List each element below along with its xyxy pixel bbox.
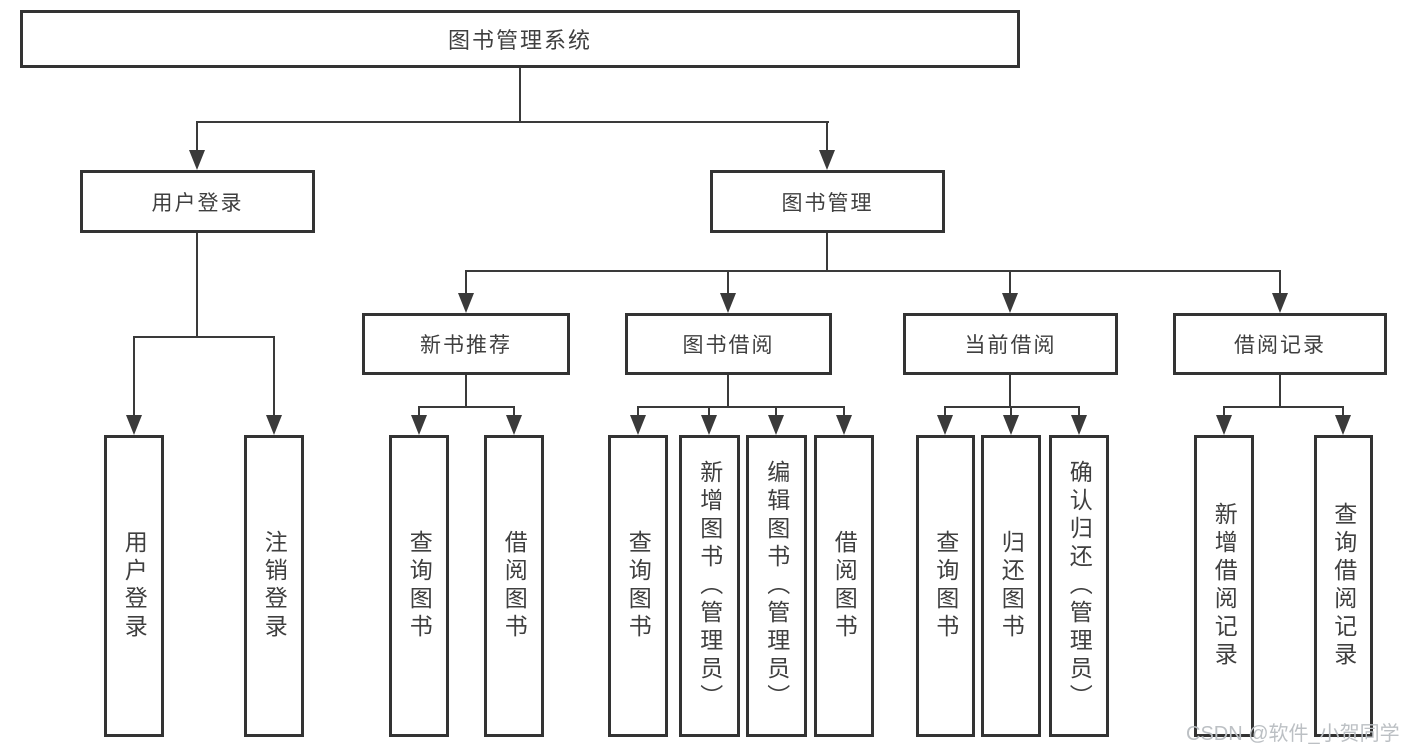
connector-hline (196, 121, 829, 123)
arrow-down-icon (458, 293, 474, 313)
node-label: 查询图书 (932, 530, 959, 642)
arrow-down-icon (1071, 415, 1087, 435)
node-label: 查询图书 (406, 530, 433, 642)
node-borrow-records: 借阅记录 (1173, 313, 1387, 375)
connector-vline (519, 68, 521, 123)
node-label: 图书管理 (781, 191, 874, 215)
connector-vline (708, 406, 710, 418)
node-label: 编辑图书（管理员） (763, 460, 790, 712)
leaf-logout: 注销登录 (244, 435, 304, 737)
leaf-query-books-recommend: 查询图书 (389, 435, 449, 737)
connector-vline (727, 375, 729, 408)
leaf-query-books-borrow: 查询图书 (608, 435, 668, 737)
arrow-down-icon (630, 415, 646, 435)
leaf-borrow-books: 借阅图书 (814, 435, 874, 737)
arrow-down-icon (506, 415, 522, 435)
connector-vline (196, 121, 198, 152)
connector-hline (465, 270, 1281, 272)
arrow-down-icon (836, 415, 852, 435)
arrow-down-icon (411, 415, 427, 435)
leaf-borrow-books-recommend: 借阅图书 (484, 435, 544, 737)
connector-hline (637, 406, 845, 408)
node-label: 图书管理系统 (447, 28, 592, 53)
node-label: 当前借阅 (964, 334, 1057, 357)
node-library-system: 图书管理系统 (20, 10, 1020, 68)
leaf-confirm-return-admin: 确认归还（管理员） (1049, 435, 1109, 737)
node-label: 归还图书 (998, 530, 1025, 642)
node-label: 查询借阅记录 (1330, 502, 1357, 670)
leaf-edit-book-admin: 编辑图书（管理员） (746, 435, 807, 737)
connector-vline (727, 270, 729, 295)
connector-vline (1009, 375, 1011, 408)
node-user-login: 用户登录 (80, 170, 315, 233)
connector-vline (944, 406, 946, 418)
connector-vline (1010, 406, 1012, 418)
connector-vline (775, 406, 777, 418)
arrow-down-icon (1216, 415, 1232, 435)
leaf-return-books: 归还图书 (981, 435, 1041, 737)
node-label: 借阅图书 (831, 530, 858, 642)
connector-vline (1279, 375, 1281, 408)
connector-vline (1009, 270, 1011, 295)
connector-vline (133, 336, 135, 417)
connector-vline (273, 336, 275, 417)
node-label: 用户登录 (151, 191, 244, 215)
connector-vline (1078, 406, 1080, 418)
arrow-down-icon (189, 150, 205, 170)
node-label: 新书推荐 (420, 334, 512, 357)
node-label: 借阅记录 (1234, 334, 1326, 357)
connector-hline (133, 336, 275, 338)
leaf-query-books-current: 查询图书 (916, 435, 975, 737)
node-book-borrow: 图书借阅 (625, 313, 832, 375)
node-label: 图书借阅 (682, 334, 775, 357)
connector-hline (418, 406, 515, 408)
arrow-down-icon (1335, 415, 1351, 435)
connector-vline (1279, 270, 1281, 295)
arrow-down-icon (768, 415, 784, 435)
node-book-management: 图书管理 (710, 170, 945, 233)
connector-vline (196, 233, 198, 338)
leaf-add-borrow-record: 新增借阅记录 (1194, 435, 1254, 737)
connector-vline (843, 406, 845, 418)
arrow-down-icon (819, 150, 835, 170)
connector-vline (826, 233, 828, 272)
node-label: 用户登录 (121, 530, 148, 642)
arrow-down-icon (126, 415, 142, 435)
node-label: 查询图书 (625, 530, 652, 642)
arrow-down-icon (266, 415, 282, 435)
node-label: 注销登录 (261, 530, 288, 642)
connector-hline (944, 406, 1080, 408)
arrow-down-icon (720, 293, 736, 313)
connector-vline (513, 406, 515, 418)
arrow-down-icon (1272, 293, 1288, 313)
connector-vline (418, 406, 420, 418)
arrow-down-icon (937, 415, 953, 435)
leaf-query-borrow-record: 查询借阅记录 (1314, 435, 1373, 737)
connector-vline (637, 406, 639, 418)
arrow-down-icon (701, 415, 717, 435)
connector-vline (1223, 406, 1225, 418)
connector-hline (1223, 406, 1344, 408)
node-new-book-recommend: 新书推荐 (362, 313, 570, 375)
node-current-borrow: 当前借阅 (903, 313, 1118, 375)
connector-vline (465, 375, 467, 408)
node-label: 确认归还（管理员） (1066, 460, 1093, 712)
leaf-add-book-admin: 新增图书（管理员） (679, 435, 740, 737)
node-label: 新增借阅记录 (1211, 502, 1238, 670)
arrow-down-icon (1003, 415, 1019, 435)
connector-vline (1342, 406, 1344, 418)
connector-vline (826, 121, 828, 152)
watermark: CSDN @软件_小贺同学 (1186, 723, 1400, 745)
node-label: 借阅图书 (501, 530, 528, 642)
leaf-user-login: 用户登录 (104, 435, 164, 737)
connector-vline (465, 270, 467, 295)
arrow-down-icon (1002, 293, 1018, 313)
node-label: 新增图书（管理员） (696, 460, 723, 712)
